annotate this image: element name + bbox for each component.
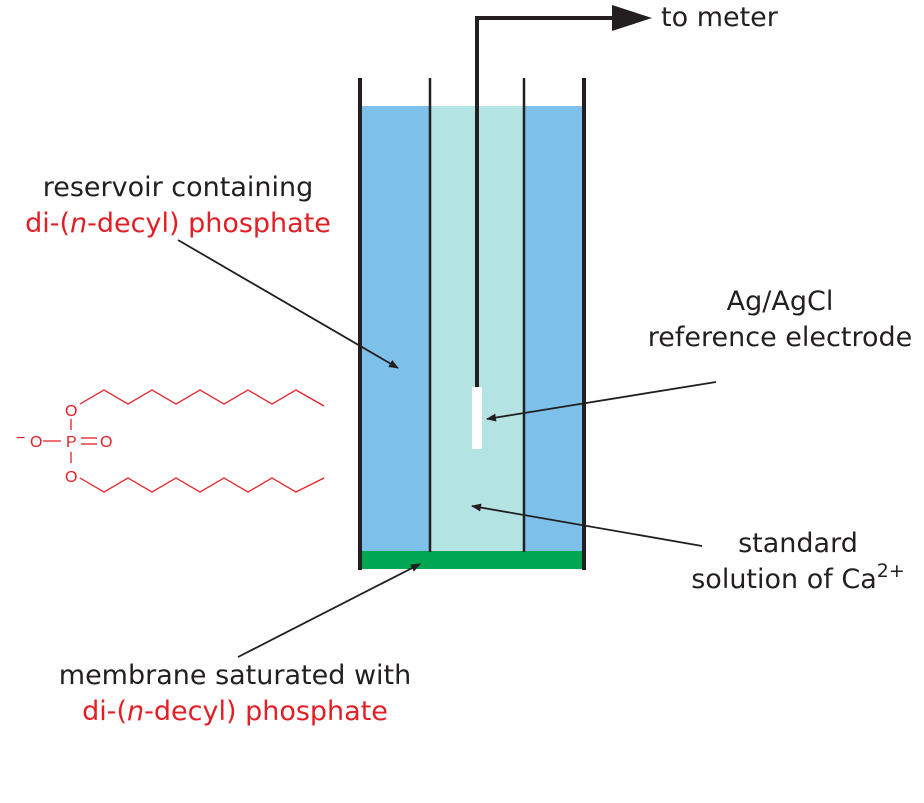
structure-phosphorus: P [66, 434, 77, 451]
structure-oxygen-bottom: O [65, 469, 77, 486]
electrode-pointer [486, 381, 717, 422]
reservoir-label-line1: reservoir containing [42, 172, 314, 203]
membrane-label: membrane saturated with di-(n-decyl) pho… [44, 658, 426, 730]
calcium-charge: 2+ [876, 560, 905, 582]
standard-label-line1: standard [738, 528, 858, 559]
standard-solution-label: standard solution of Ca2+ [690, 526, 906, 598]
structure-oxygen-top: O [65, 403, 77, 420]
structure-oxygen-left: O [30, 434, 42, 451]
reservoir-label-line2: di-(n-decyl) phosphate [25, 208, 331, 239]
membrane-label-line2: di-(n-decyl) phosphate [82, 696, 388, 727]
phosphate-structure [43, 389, 325, 493]
standard-solution-pointer [471, 503, 703, 547]
structure-charge: − [16, 430, 25, 447]
reservoir-label: reservoir containing di-(n-decyl) phosph… [14, 170, 342, 242]
membrane [360, 551, 584, 569]
structure-oxygen-double: O [100, 434, 112, 451]
standard-label-line2: solution of Ca2+ [691, 560, 905, 596]
to-meter-label: to meter [661, 2, 778, 33]
membrane-label-line1: membrane saturated with [58, 660, 412, 691]
electrode-label-line1: Ag/AgCl [726, 286, 834, 317]
to-meter-arrowhead [612, 5, 652, 31]
electrode-label-line2: reference electrode [647, 322, 913, 353]
electrode-label: Ag/AgCl reference electrode [640, 284, 920, 356]
reservoir-pointer [177, 239, 399, 369]
membrane-pointer [237, 563, 421, 658]
electrode-wire [475, 16, 612, 441]
electrode-tip [472, 387, 482, 449]
